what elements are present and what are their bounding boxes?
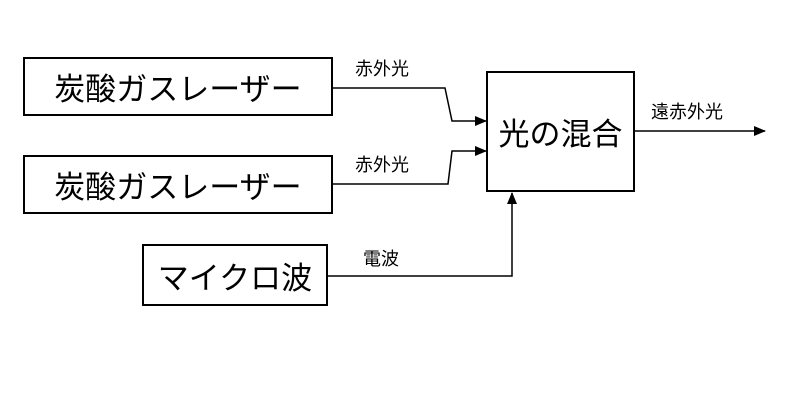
- co2-laser-label-1: 炭酸ガスレーザー: [54, 72, 302, 108]
- microwave-label: マイクロ波: [157, 260, 313, 297]
- arrow-laser1-to-mixer: [333, 87, 487, 126]
- co2-laser-box-2: 炭酸ガスレーザー: [23, 155, 333, 214]
- light-mixing-label: 光の混合: [498, 117, 623, 153]
- arrow-microwave-to-mixer: [328, 192, 517, 277]
- light-mixing-box: 光の混合: [486, 71, 635, 192]
- co2-laser-label-2: 炭酸ガスレーザー: [54, 170, 302, 206]
- co2-laser-box-1: 炭酸ガスレーザー: [23, 57, 333, 116]
- edge-label-infrared-2: 赤外光: [355, 155, 409, 176]
- arrow-laser2-to-mixer: [333, 146, 487, 185]
- edge-label-infrared-1: 赤外光: [355, 59, 409, 80]
- microwave-box: マイクロ波: [142, 244, 328, 306]
- edge-label-far-infrared: 遠赤外光: [651, 102, 723, 123]
- edge-label-radio-wave: 電波: [363, 249, 399, 270]
